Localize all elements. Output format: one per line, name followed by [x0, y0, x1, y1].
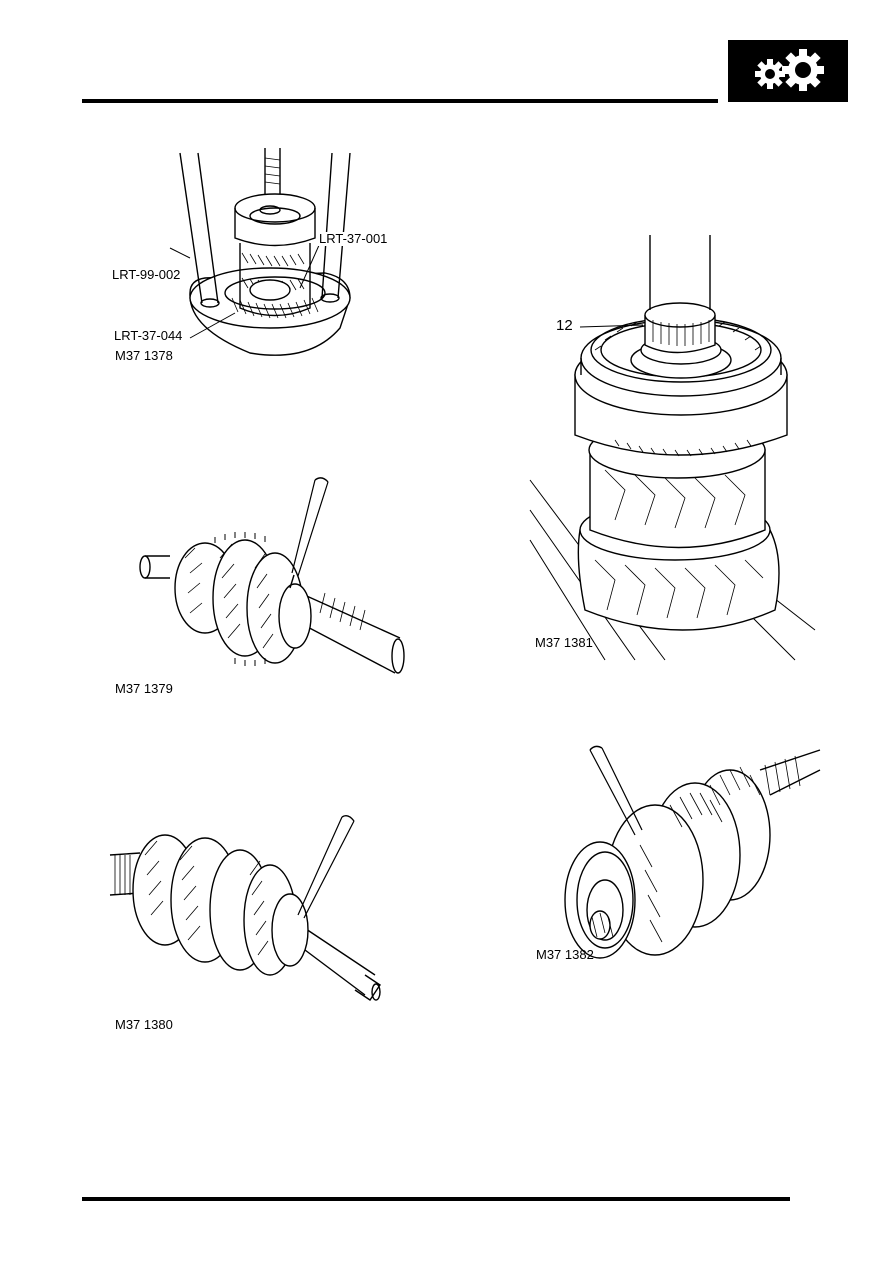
gear-shaft-illustration: [139, 477, 405, 674]
figure-caption: M37 1378: [115, 348, 173, 363]
figure-m37-1380: M37 1380: [109, 814, 410, 1035]
callout-lrt-37-001: LRT-37-001: [318, 231, 389, 246]
figure-m37-1381: 12 M37 1381: [525, 230, 825, 661]
figure-caption: M37 1380: [115, 1017, 173, 1032]
figure-caption: M37 1382: [536, 947, 594, 962]
figure-m37-1382: M37 1382: [530, 745, 830, 975]
gear-assembly-illustration: [564, 745, 821, 959]
footer-rule: [82, 1197, 790, 1201]
callout-item-12: 12: [555, 317, 574, 334]
callout-lrt-37-044: LRT-37-044: [113, 328, 184, 343]
figure-m37-1379: M37 1379: [110, 477, 410, 698]
figure-caption: M37 1379: [115, 681, 173, 696]
figure-m37-1378: LRT-37-001 LRT-99-002 LRT-37-044 M37 137…: [110, 148, 410, 378]
figure-caption: M37 1381: [535, 635, 593, 650]
section-tab: [728, 40, 848, 102]
callout-lrt-99-002: LRT-99-002: [111, 267, 182, 282]
gear-stack-illustration: [529, 235, 816, 661]
gears-icon: [755, 49, 824, 91]
press-assembly-illustration: [169, 148, 351, 356]
gear-shaft-illustration: [109, 814, 381, 1001]
header-rule: [82, 99, 718, 103]
